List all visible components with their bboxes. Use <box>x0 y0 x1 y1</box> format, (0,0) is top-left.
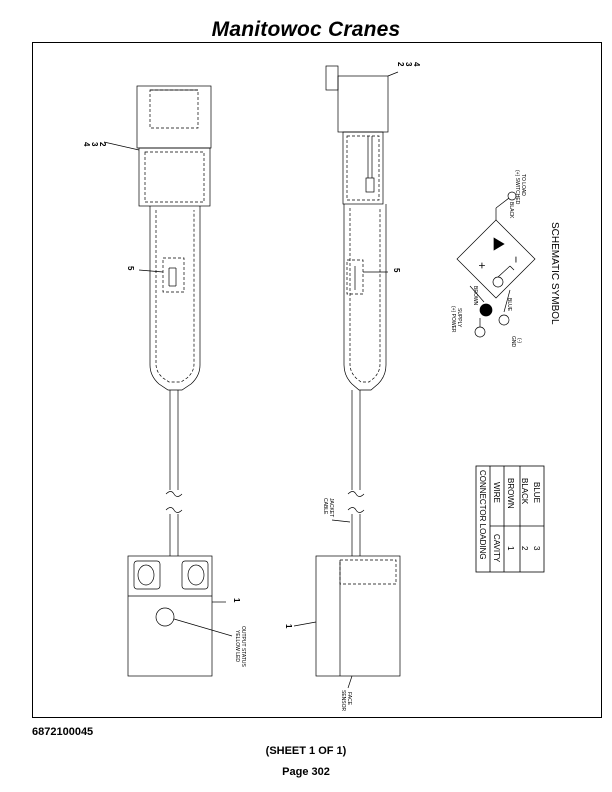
sensor-housing <box>315 555 401 677</box>
leader-line <box>293 621 317 627</box>
leader-line <box>347 675 353 689</box>
connector-tab <box>325 65 339 91</box>
power-supply-terminal <box>479 303 493 317</box>
power-supply-line2: SUPPLY <box>456 308 462 328</box>
table-cell-cavity: 2 <box>520 546 529 551</box>
led-note-line1: YELLOW LED <box>234 630 240 662</box>
leader-line <box>331 519 351 523</box>
leader-line <box>103 141 140 151</box>
schematic-symbol <box>456 191 536 338</box>
table-cell-wire: BLUE <box>532 482 541 503</box>
callout-3: 3 <box>404 62 413 67</box>
table-cell-cavity: 3 <box>532 546 541 551</box>
sensor-housing <box>127 555 213 677</box>
page-number: Page 302 <box>282 766 330 778</box>
drawing-frame <box>32 42 602 718</box>
gnd-label-line1: GND <box>510 336 516 348</box>
cable-jacket-note-line2: JACKET <box>328 498 334 517</box>
connector-body <box>342 131 384 205</box>
table-header-cavity: CAVITY <box>492 534 501 563</box>
switched-to-load-line2: TO LOAD <box>520 174 526 196</box>
connector-head <box>337 75 389 133</box>
black-wire-label: BLACK <box>508 202 514 219</box>
blue-wire-label: BLUE <box>506 298 512 312</box>
callout-1: 1 <box>232 598 241 603</box>
sheet-label: (SHEET 1 OF 1) <box>265 745 347 757</box>
leader-line <box>387 71 399 77</box>
table-cell-cavity: 1 <box>506 546 515 551</box>
switched-to-load-terminal <box>507 191 517 201</box>
sensor-face-note-line1: SENSOR <box>340 690 346 712</box>
callout-1: 1 <box>284 624 293 629</box>
page-title: Manitowoc Cranes <box>211 18 401 41</box>
overmold-tube <box>343 204 387 391</box>
molding-5 <box>346 259 364 295</box>
molding-5 <box>162 257 185 293</box>
callout-5: 5 <box>126 266 135 271</box>
callout-3: 3 <box>90 142 99 147</box>
gnd-terminal <box>498 314 510 326</box>
gnd-label-line2: (-) <box>516 338 522 343</box>
table-cell-wire: BLACK <box>520 478 529 505</box>
connector-head <box>136 85 212 149</box>
connector-body <box>138 147 211 207</box>
part-number: 6872100045 <box>32 726 94 738</box>
triangle-marker <box>493 237 505 251</box>
yellow-led <box>155 607 175 627</box>
overmold-tube <box>149 206 201 391</box>
brown-wire-label: BROWN <box>472 286 478 306</box>
callout-2: 2 <box>396 62 405 67</box>
table-cell-wire: BROWN <box>506 478 515 509</box>
callout-4: 4 <box>82 142 91 147</box>
table-header-wire: WIRE <box>492 482 501 503</box>
callout-2: 2 <box>98 142 107 147</box>
schematic-title: SCHEMATIC SYMBOL <box>549 222 560 325</box>
side-view <box>293 65 401 689</box>
schematic-minus: − <box>509 256 523 263</box>
connector-loading-table: CONNECTOR LOADING CAVITY WIRE 1 BROWN 2 … <box>475 465 545 573</box>
callout-4: 4 <box>412 62 421 67</box>
cable-jacket-note-line1: CABLE <box>322 498 328 515</box>
callout-5: 5 <box>392 268 401 273</box>
power-supply-line1: (+) POWER <box>450 306 456 333</box>
switched-to-load-line1: (+) SWITCHED <box>514 170 520 205</box>
table-title: CONNECTOR LOADING <box>478 470 487 560</box>
schematic-plus: + <box>475 262 489 269</box>
leader-line <box>173 618 233 637</box>
top-view <box>103 85 233 677</box>
sensor-face-note-line2: FACE <box>346 692 352 706</box>
leader-line <box>138 269 164 273</box>
connector-cap <box>149 89 199 129</box>
led-note-line2: OUTPUT STATUS <box>240 626 246 668</box>
sensor-diamond <box>456 219 536 299</box>
